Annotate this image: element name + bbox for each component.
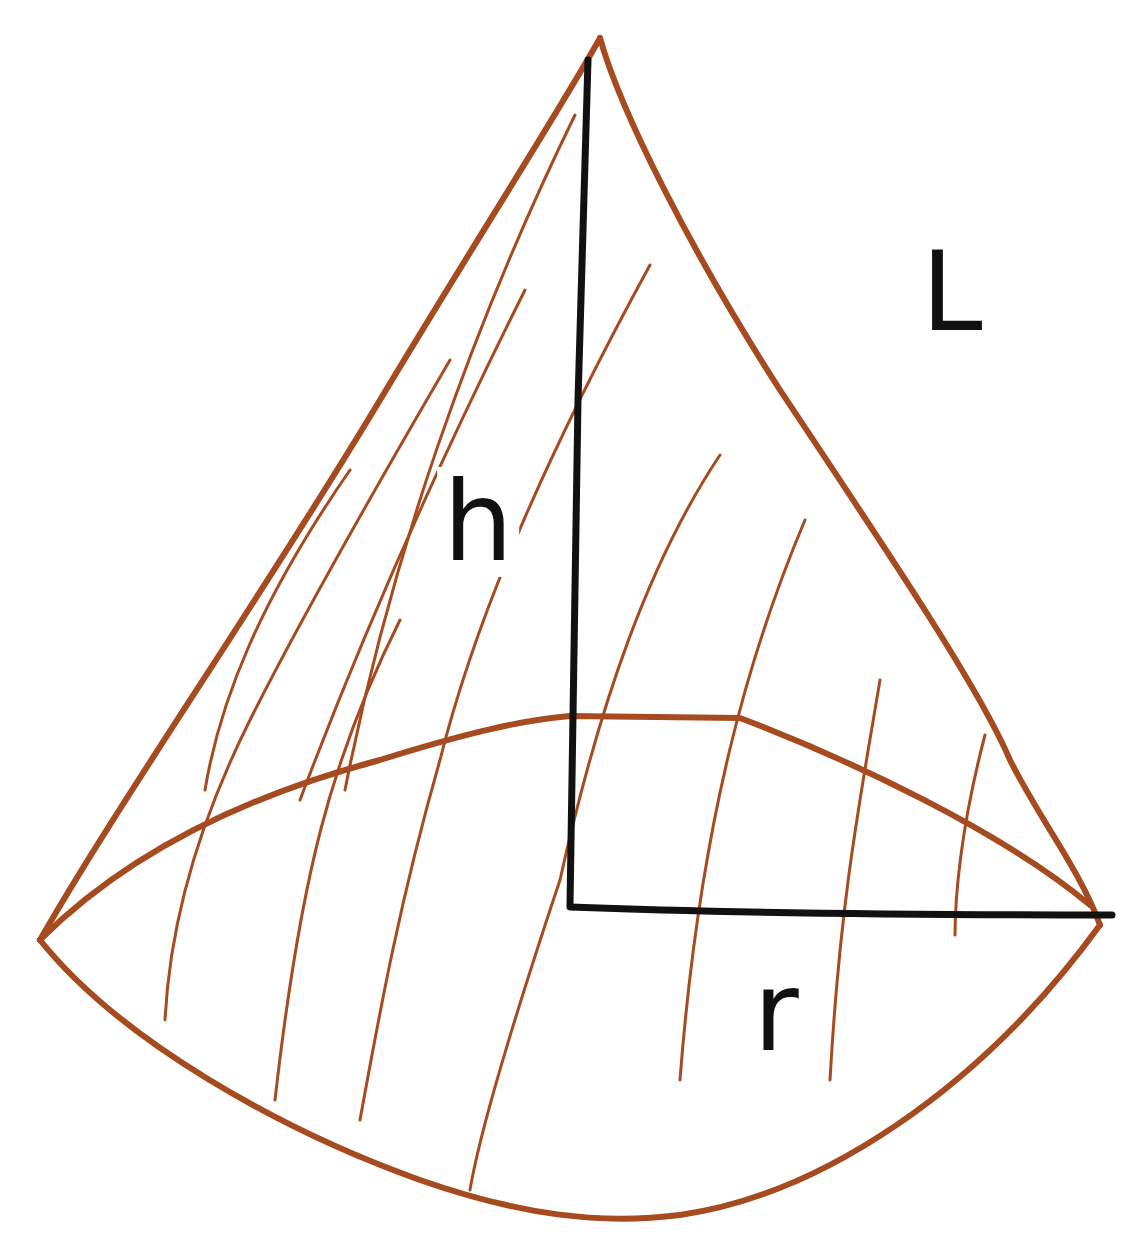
cone-outline	[40, 38, 1100, 1219]
dimension-lines	[570, 60, 1112, 915]
height-label: h	[437, 467, 519, 577]
radius-label: r	[747, 957, 804, 1067]
slant-label: L	[915, 237, 988, 347]
